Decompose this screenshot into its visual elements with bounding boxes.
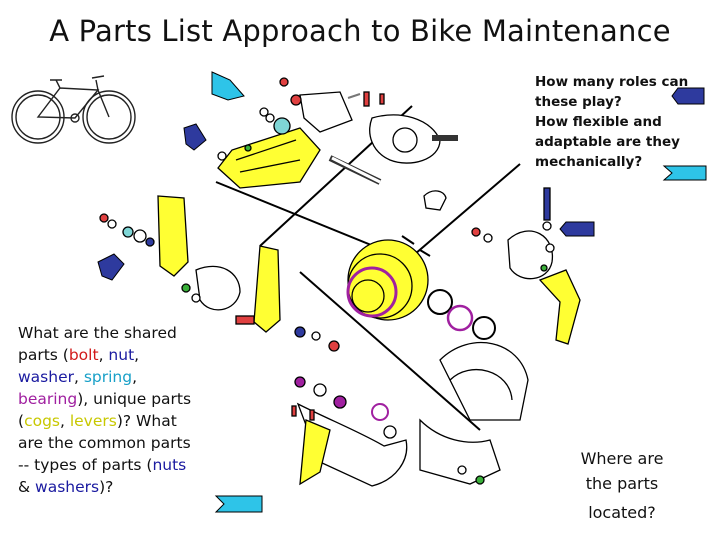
shifter-illustration [99,195,340,352]
term-bearing: bearing [18,390,78,408]
arrow-markers [97,71,707,513]
slide-title: A Parts List Approach to Bike Maintenanc… [49,14,671,48]
term-washers: washers [35,478,100,496]
term-levers: levers [69,412,117,430]
pedal-illustration [291,341,529,487]
term-nuts: nuts [152,456,187,474]
arrow-blue-right-mid [559,221,595,237]
bicycle-illustration [11,75,136,144]
question-shared-parts: What are the shared parts (bolt, nut, wa… [18,324,192,496]
arrow-cyan-top [211,71,245,101]
term-spring: spring [83,368,133,386]
arrow-cyan-bottom [214,495,263,513]
front-derailleur-illustration [217,77,458,189]
arrow-cyan-right [662,165,707,181]
arrow-blue-left-upper [183,123,207,151]
term-bolt: bolt [68,346,99,364]
arrow-blue-left-lower [97,253,125,281]
question-roles: How many roles can these play? How flexi… [535,74,689,170]
arrow-blue-right-top [671,87,705,105]
freewheel-illustration [346,235,496,340]
term-cogs: cogs [24,412,60,430]
question-location: Where are the parts located? [580,449,664,522]
rear-derailleur-illustration [423,187,581,345]
term-nut: nut [108,346,135,364]
term-washer: washer [18,368,74,386]
